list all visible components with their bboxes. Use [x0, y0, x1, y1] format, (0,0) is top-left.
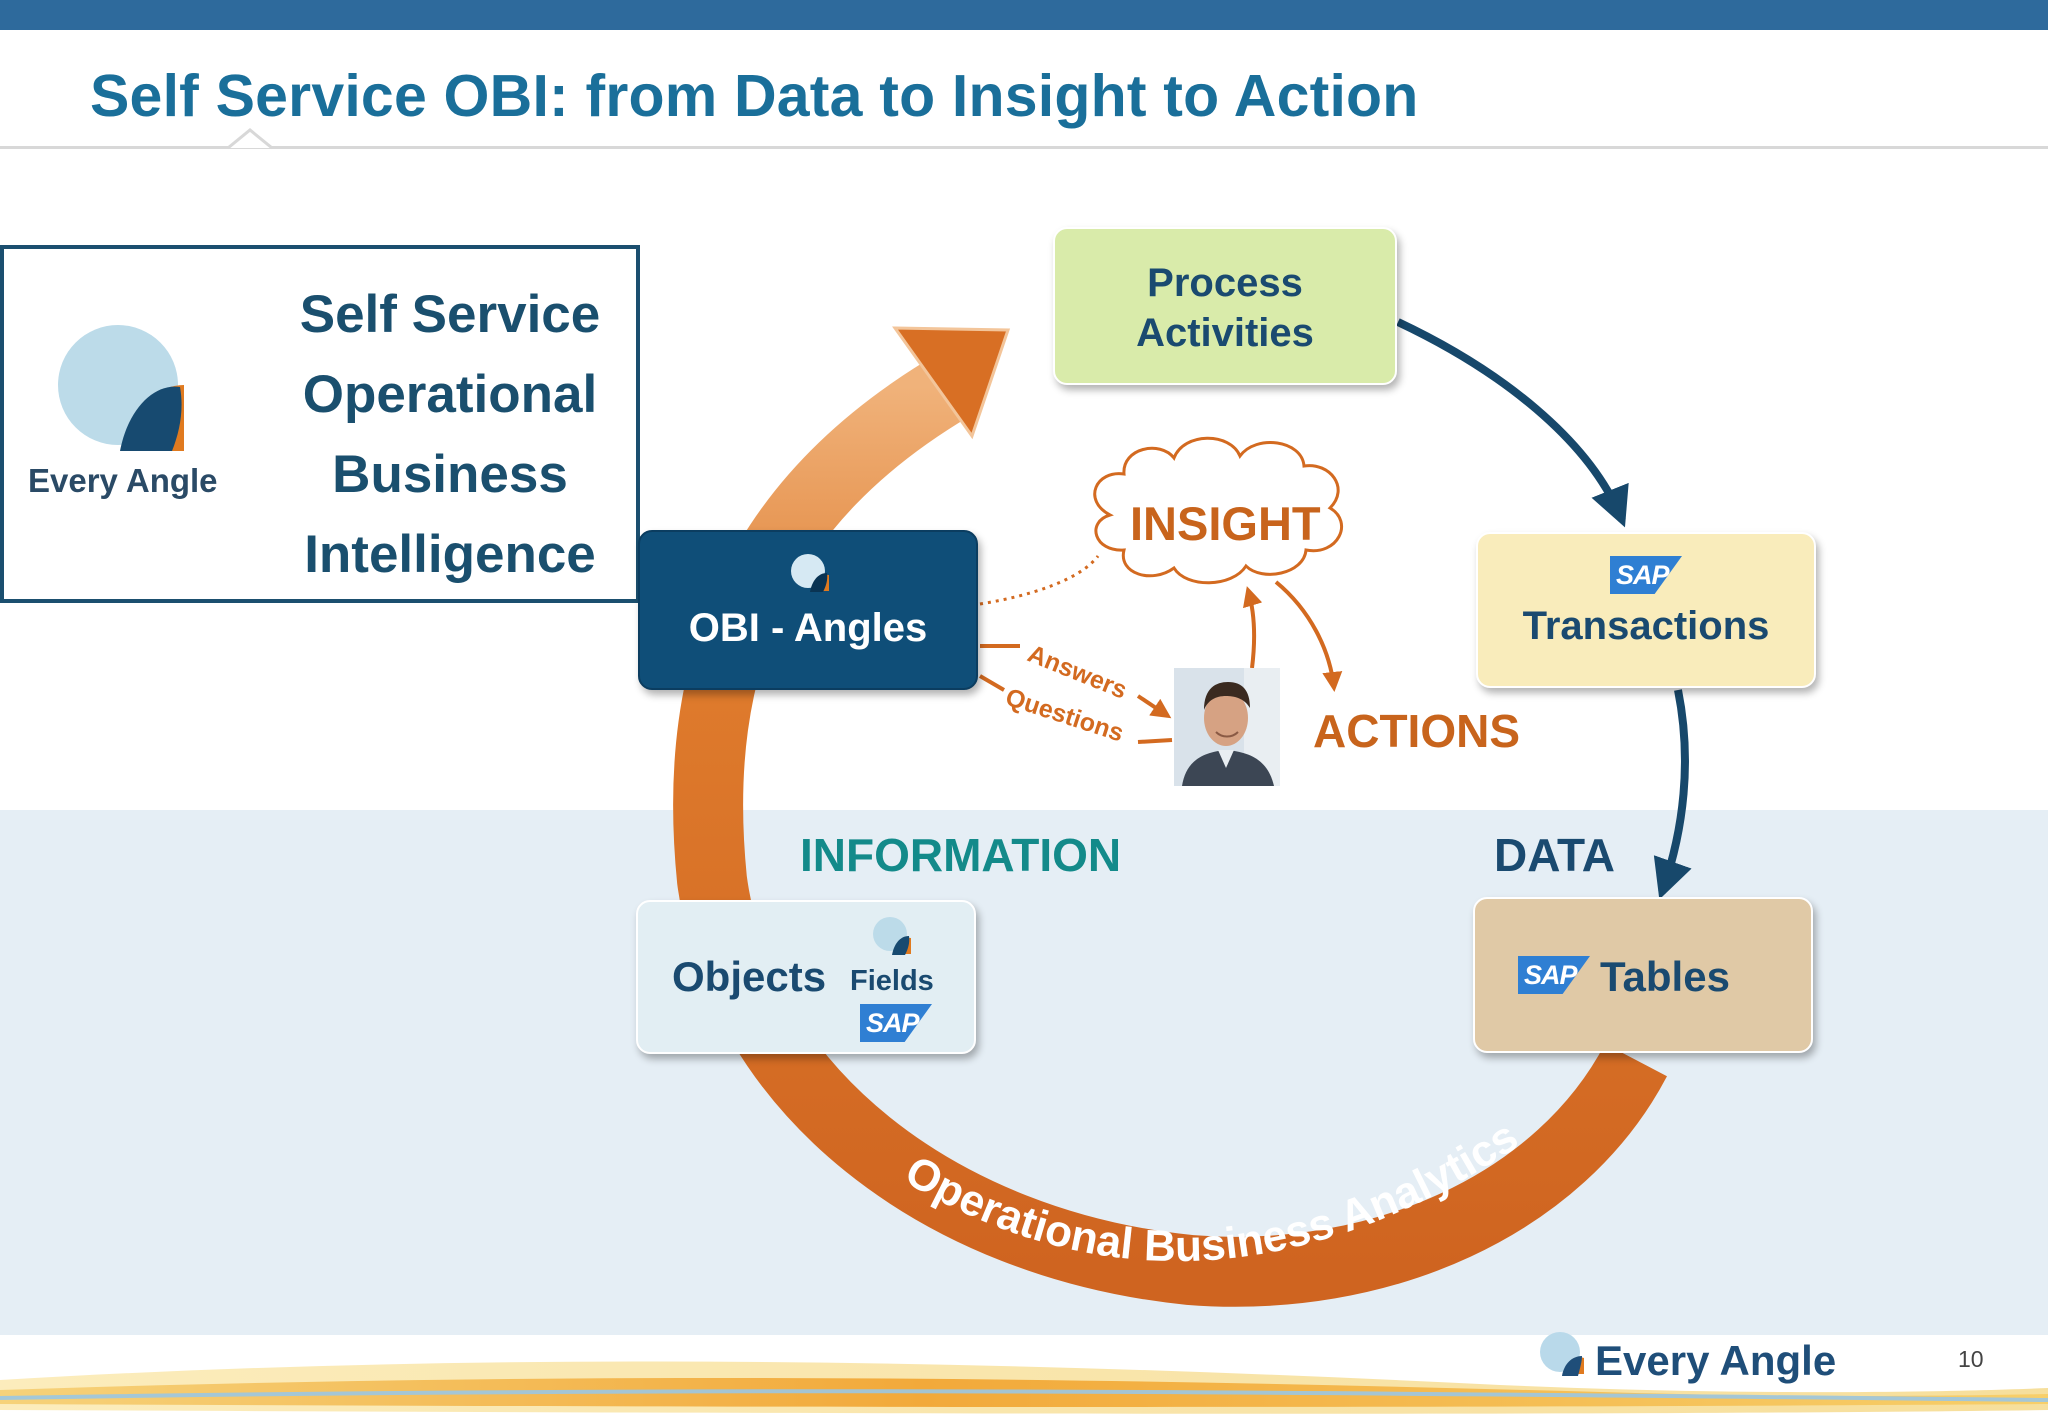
thought-cloud-icon — [1093, 436, 1343, 585]
insight-to-actions-arrow — [1274, 580, 1343, 692]
arrow-process-to-transactions — [1396, 318, 1629, 528]
every-angle-logo-icon — [873, 917, 911, 955]
fields-label: Fields — [850, 965, 934, 997]
header-bar — [0, 0, 2048, 30]
tagline-line: Self Service — [299, 285, 601, 344]
answers-arrow — [1136, 694, 1172, 719]
branding-tagline: Self Service Operational Business Intell… — [275, 275, 625, 595]
cycle-arrow-head — [892, 326, 1011, 440]
node-objects-fields — [636, 900, 976, 1054]
footer-ribbon-icon — [0, 1361, 2048, 1414]
objects-label: Objects — [672, 953, 827, 1000]
tables-label: Tables — [1600, 953, 1730, 1000]
businessman-photo-icon — [1174, 668, 1280, 786]
tagline-line: Business — [332, 445, 568, 504]
process-activities-label: Process Activities — [1053, 258, 1397, 358]
insight-label: INSIGHT — [1130, 497, 1321, 550]
questions-connector-end — [1137, 738, 1173, 744]
actions-label: ACTIONS — [1313, 705, 1520, 757]
footer-logo-icon — [1540, 1332, 1584, 1376]
transactions-label: Transactions — [1522, 604, 1770, 648]
data-label: DATA — [1494, 829, 1615, 881]
process-activities-line: Activities — [1136, 311, 1314, 355]
obi-angles-label: OBI - Angles — [688, 606, 928, 650]
information-label: INFORMATION — [800, 829, 1122, 881]
title-divider — [0, 146, 2048, 149]
questions-connector — [978, 674, 1006, 692]
title-divider-notch-icon — [228, 128, 272, 150]
tagline-line: Operational — [302, 365, 598, 424]
tagline-line: Intelligence — [304, 525, 596, 584]
dotted-connector — [979, 555, 1100, 606]
every-angle-logo-icon — [791, 554, 829, 592]
arrow-transactions-to-tables — [1653, 689, 1692, 900]
node-process-activities — [1053, 227, 1397, 385]
footer-brand: Every Angle — [1595, 1337, 1837, 1384]
every-angle-logo-icon — [58, 325, 184, 451]
page-number: 10 — [1958, 1346, 1984, 1372]
branding-name: Every Angle — [28, 462, 218, 499]
person-silhouette-icon — [1174, 668, 1280, 786]
slide-title: Self Service OBI: from Data to Insight t… — [90, 63, 1419, 129]
person-to-insight-arrow — [1243, 586, 1263, 669]
process-activities-line: Process — [1147, 261, 1303, 305]
